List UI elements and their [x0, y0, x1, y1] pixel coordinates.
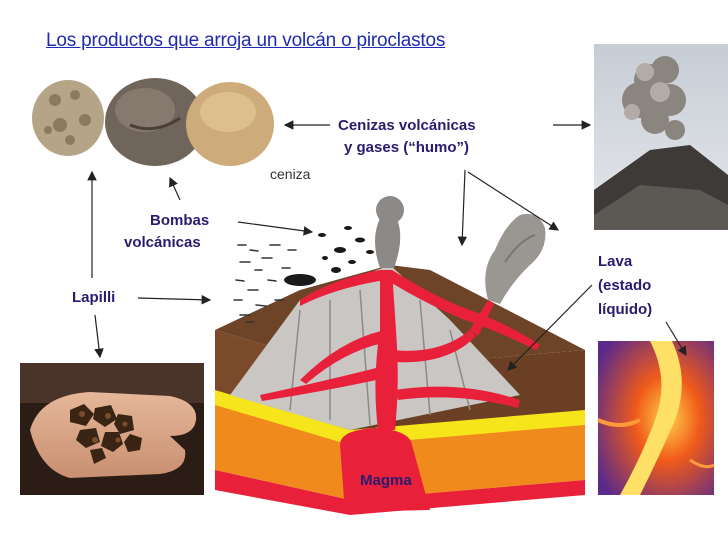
arrow-cenizas-to-secondary-plume — [467, 171, 560, 231]
label-magma: Magma — [360, 472, 412, 489]
arrow-lapilli-to-volcano — [137, 294, 212, 305]
page-title: Los productos que arroja un volcán o pir… — [46, 30, 446, 51]
label-lava-line3: líquido) — [598, 301, 653, 318]
lava-photo — [597, 341, 715, 495]
label-lapilli: Lapilli — [72, 289, 116, 306]
label-bombas-line1: Bombas — [150, 212, 210, 229]
eruption-photo — [594, 44, 728, 230]
volcano-cross-section — [215, 196, 585, 515]
label-cenizas-line1: Cenizas volcánicas — [338, 117, 476, 134]
arrow-lava-to-volcano — [507, 284, 593, 371]
label-ceniza: ceniza — [270, 166, 311, 182]
label-cenizas-line2: y gases (“humo”) — [344, 139, 470, 156]
lapilli-hand-photo — [20, 363, 204, 495]
label-lava-line2: (estado — [598, 277, 652, 294]
rock-samples-photo — [30, 70, 274, 172]
arrow-lapilli-down — [94, 314, 104, 359]
arrow-bombas-to-volcano — [237, 221, 314, 236]
arrow-bombas-to-photo — [169, 176, 181, 201]
arrow-lava-to-photo — [665, 321, 687, 357]
label-lava-line1: Lava — [598, 253, 633, 270]
annotation-arrows — [87, 120, 687, 371]
arrow-cenizas-to-plume — [457, 169, 468, 247]
label-bombas-line2: volcánicas — [124, 234, 201, 251]
